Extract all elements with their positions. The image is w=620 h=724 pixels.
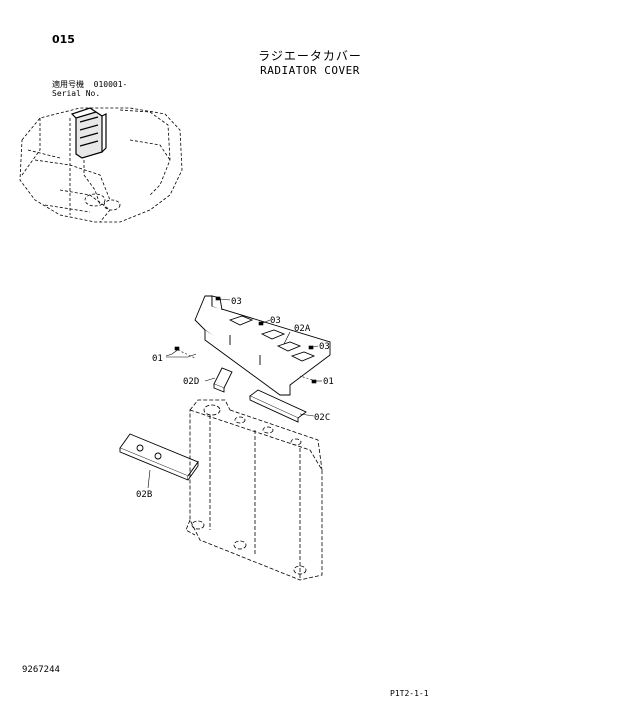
callout-02A: 02A	[294, 324, 311, 334]
serial-info: 適用号機 010001- Serial No.	[52, 80, 127, 98]
highlighted-radiator-cover	[70, 107, 107, 159]
serial-value: 010001-	[93, 80, 128, 89]
machine-location-thumbnail	[19, 107, 183, 223]
document-number: 9267244	[22, 665, 60, 675]
bolt-icons	[174, 296, 317, 384]
callout-01-left: 01	[152, 354, 163, 364]
page-number: 015	[52, 33, 75, 46]
serial-label-jp: 適用号機	[52, 80, 84, 89]
callout-03-right: 03	[319, 342, 330, 352]
title-japanese: ラジエータカバー	[258, 49, 362, 63]
seal-strip-02C	[249, 389, 307, 423]
top-cover-plate-02A	[194, 295, 331, 396]
callout-03-mid: 03	[270, 316, 281, 326]
seal-02D	[213, 367, 233, 393]
callout-02C: 02C	[314, 413, 330, 423]
title-english: RADIATOR COVER	[260, 64, 360, 77]
radiator-core	[185, 399, 323, 581]
serial-label-en: Serial No.	[52, 89, 101, 98]
callout-02B: 02B	[136, 490, 152, 500]
leader-lines	[147, 298, 322, 489]
figure-reference: P1T2-1-1	[390, 689, 429, 698]
callout-01-right: 01	[323, 377, 334, 387]
side-plate-02B	[119, 433, 199, 481]
callout-03-top: 03	[231, 297, 242, 307]
callout-02D: 02D	[183, 377, 199, 387]
